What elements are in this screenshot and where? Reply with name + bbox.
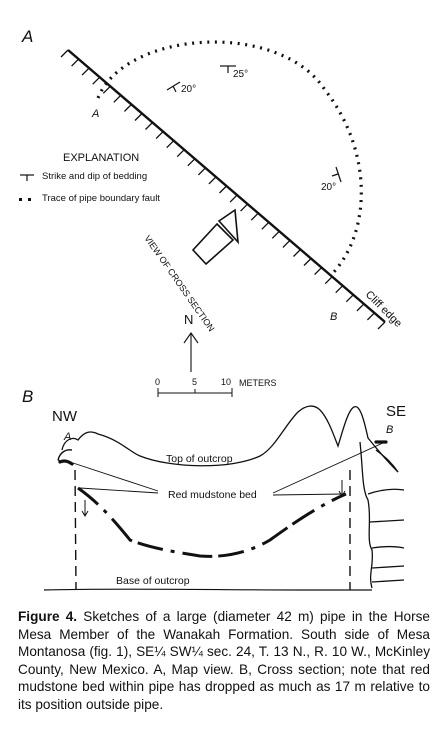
base-of-outcrop-line [43,588,372,591]
cliff-hachure [102,85,111,94]
caption-label: Figure 4. [18,609,78,624]
dip-value-label: 25° [233,69,248,80]
red-mudstone-bed-inside [77,486,347,558]
pipe-boundary-faults [74,469,351,591]
figure-caption: Figure 4. Sketches of a large (diameter … [18,608,430,713]
dip-value-label: 20° [181,84,196,95]
dip-value-label: 20° [321,182,336,193]
caption-text: Sketches of a large (diameter 42 m) pipe… [18,609,430,712]
cliff-hachure [81,67,90,76]
legend-fault-trace-icon [19,198,31,201]
cliff-hachure [229,194,238,203]
point-b-label: B [330,311,337,323]
scale-tick-label: 10 [221,377,231,387]
scale-bar [157,388,233,397]
cliff-hachure [123,103,132,112]
point-a-label: A [63,431,71,443]
panel-b-cross-section: B NW SE A B [22,387,406,591]
scale-unit-label: METERS [239,378,277,388]
cliff-hachure [219,185,227,194]
scale-tick-label: 5 [192,377,197,387]
panel-a-letter: A [21,27,33,46]
cliff-hachure [345,294,354,303]
panel-b-letter: B [22,387,33,406]
scale-tick-label: 0 [155,377,160,387]
cliff-hachure [377,321,386,330]
cliff-hachure [60,49,69,58]
north-arrow-icon [183,332,199,372]
nw-label: NW [52,408,78,425]
se-label: SE [386,403,406,420]
cliff-hachure [208,176,217,185]
strike-dip-symbol [331,166,342,183]
top-of-outcrop-profile [61,405,399,473]
cliff-hachure [197,167,206,176]
cliff-hachure [145,122,153,130]
cliff-hachure [250,212,259,221]
cliff-hachure [92,76,101,85]
explanation-title: EXPLANATION [63,152,139,164]
cliff-hachure [155,131,164,140]
north-label: N [184,312,193,327]
cliff-hachure [176,149,185,158]
cliff-hachure [314,267,323,276]
cliff-hachure [166,140,175,149]
cliff-hachure [261,221,270,230]
point-a-label: A [91,108,99,120]
strike-dip-symbol [166,81,181,93]
view-direction-arrow [191,208,240,266]
cliff-hachure [134,113,143,121]
legend-strike-dip-icon [20,174,34,181]
cliff-hachure [293,249,301,257]
cliff-edge-line [60,49,386,330]
cliff-hachure [271,230,280,239]
cliff-hachure [187,158,196,167]
cliff-hachure [113,94,122,103]
legend-strike-dip-label: Strike and dip of bedding [42,171,147,182]
panel-a-map-view: A 20° 25° 20° A B EXPLANATION [19,27,404,397]
cliff-hachure [324,276,333,285]
leader-lines [69,441,386,496]
top-of-outcrop-label: Top of outcrop [166,453,233,465]
base-of-outcrop-label: Base of outcrop [116,575,190,587]
strike-dip-symbol [220,65,236,73]
cliff-hachure [335,285,344,294]
red-mudstone-bed-label: Red mudstone bed [168,489,257,501]
point-b-label: B [386,424,393,436]
cliff-hachure [303,258,312,266]
cliff-hachure [240,203,249,212]
cliff-hachure [282,239,291,248]
cliff-hachure [71,58,80,67]
right-cliff-profile [359,441,405,589]
legend-fault-trace-label: Trace of pipe boundary fault [42,193,160,204]
cliff-hachure [366,312,375,321]
cliff-hachure [356,303,365,312]
